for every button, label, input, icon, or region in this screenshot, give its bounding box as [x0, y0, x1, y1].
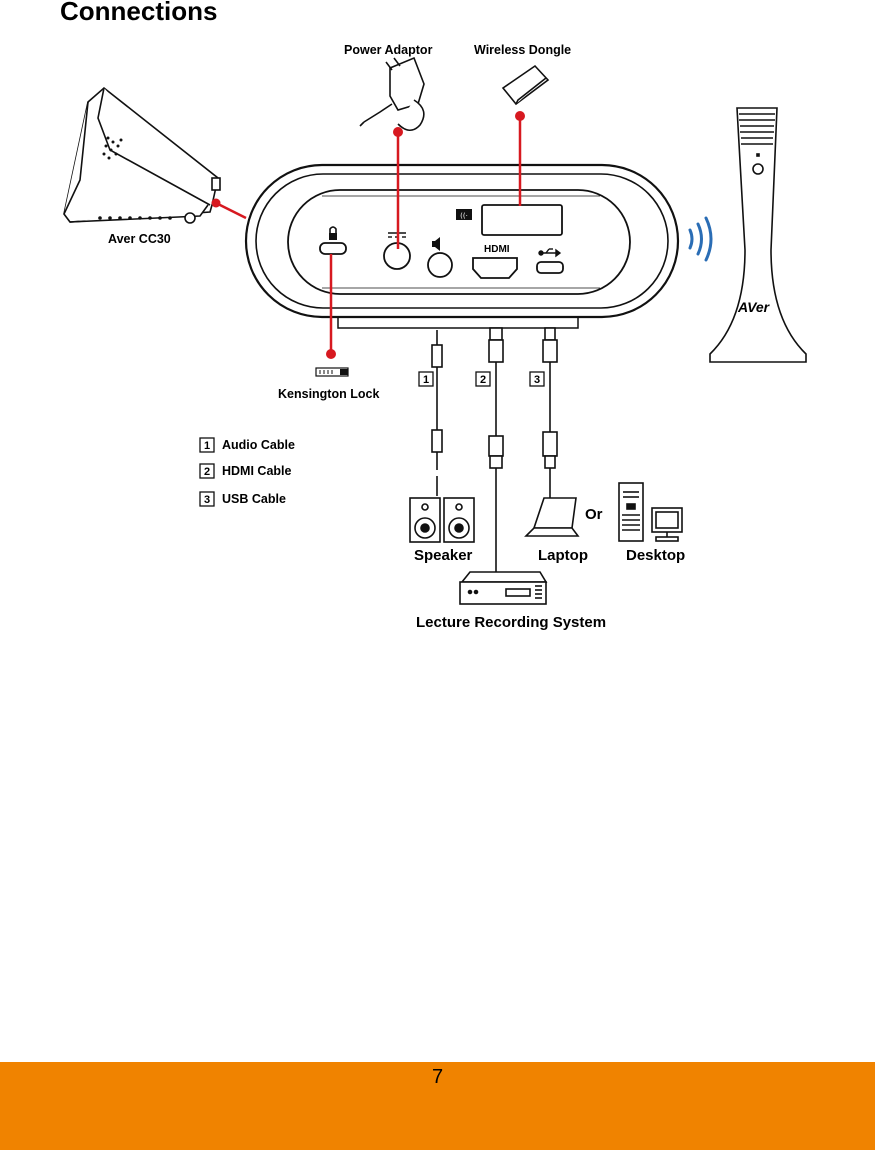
legend-label: Audio Cable	[222, 438, 295, 452]
hdmi-port-label: HDMI	[484, 244, 510, 255]
speaker-illustration	[409, 497, 475, 543]
audio-port	[427, 252, 453, 278]
wireless-dongle-label: Wireless Dongle	[474, 43, 571, 57]
legend-number: 1	[204, 440, 210, 452]
lock-icon	[329, 226, 337, 240]
connections-diagram: Aver CC30 ((· HDMI	[63, 43, 807, 631]
lecture-recording-system-illustration	[459, 571, 548, 605]
lecture-system-label: Lecture Recording System	[416, 614, 606, 631]
desktop-label: Desktop	[626, 547, 685, 564]
cable-number-text: 2	[480, 374, 486, 386]
camera-connector-dot	[211, 198, 221, 208]
camera-connector-line	[215, 201, 247, 220]
camera-label: Aver CC30	[108, 232, 171, 246]
camera-grille	[98, 136, 172, 220]
hdmi-port	[472, 257, 518, 279]
camera-illustration	[63, 86, 221, 224]
speaker-label: Speaker	[414, 547, 473, 564]
dongle-connector-dot	[515, 111, 525, 121]
page-title: Connections	[60, 0, 218, 26]
power-connector-dot	[393, 127, 403, 137]
page-number: 7	[431, 1066, 444, 1088]
hub-device	[244, 163, 680, 329]
power-adaptor-illustration	[359, 56, 425, 132]
wireless-dongle-illustration	[501, 64, 550, 106]
cable-number-1: 1	[418, 371, 434, 387]
legend-number: 3	[204, 494, 210, 506]
laptop-illustration	[524, 497, 580, 537]
laptop-label: Laptop	[538, 547, 588, 564]
legend-item: 3 USB Cable	[199, 491, 286, 507]
cable-number-2: 2	[475, 371, 491, 387]
svg-text:((·: ((·	[460, 212, 468, 220]
audio-cable	[431, 330, 443, 496]
microphone-tower-illustration	[709, 107, 807, 363]
speaker-icon	[432, 237, 440, 251]
lock-connector-dot	[326, 349, 336, 359]
legend-item: 1 Audio Cable	[199, 437, 295, 453]
kensington-lock-illustration	[315, 367, 349, 377]
desktop-illustration	[618, 482, 683, 542]
legend-label: HDMI Cable	[222, 464, 292, 478]
usb-cable	[542, 327, 558, 498]
wireless-port-indicator	[456, 209, 472, 220]
legend-label: USB Cable	[222, 492, 286, 506]
kensington-lock-label: Kensington Lock	[278, 387, 379, 401]
brand-logo: AVer	[737, 299, 771, 315]
or-label: Or	[585, 506, 603, 523]
kensington-slot	[319, 242, 347, 255]
legend-item: 2 HDMI Cable	[199, 463, 292, 479]
usb-port	[536, 261, 564, 274]
cable-number-text: 3	[534, 374, 540, 386]
power-adaptor-label: Power Adaptor	[344, 43, 433, 57]
wireless-icon	[688, 216, 713, 262]
legend-number: 2	[204, 466, 210, 478]
cable-number-text: 1	[423, 374, 429, 386]
legend: 1 Audio Cable 2 HDMI Cable 3 USB Cable	[199, 437, 295, 507]
dongle-slot	[481, 204, 563, 236]
page-footer: 7	[0, 1062, 875, 1150]
hdmi-cable	[488, 327, 504, 572]
cable-number-3: 3	[529, 371, 545, 387]
usb-icon	[538, 248, 562, 258]
